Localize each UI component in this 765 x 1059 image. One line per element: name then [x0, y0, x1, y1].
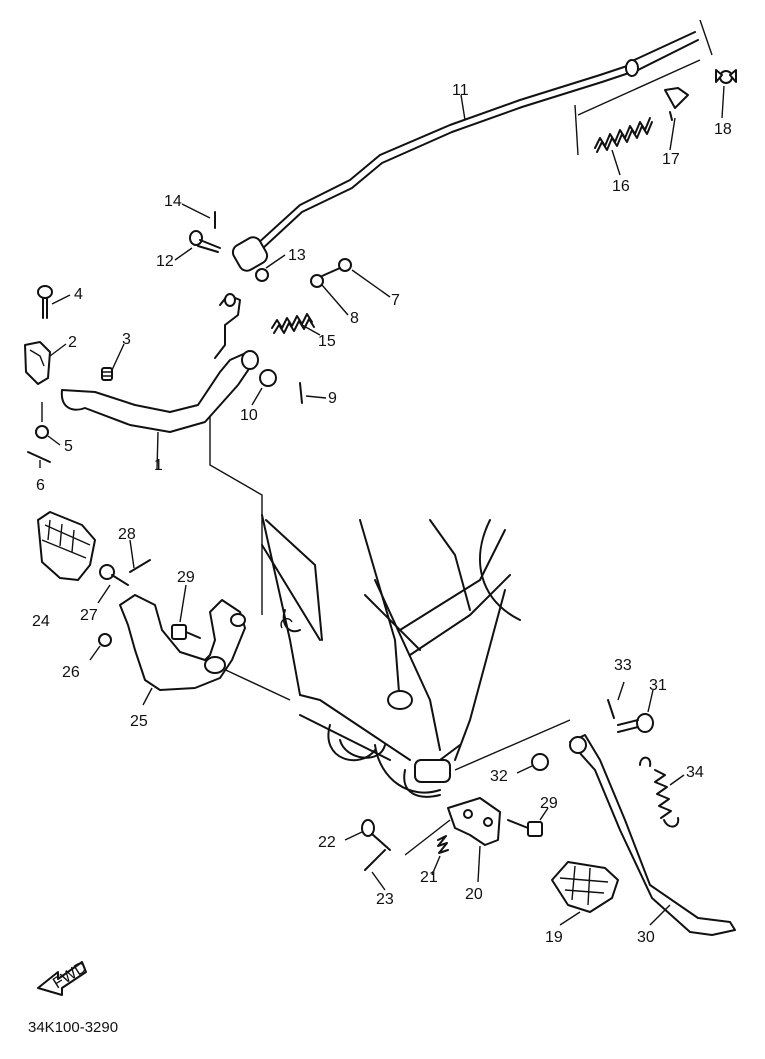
- part-17-clip: [664, 87, 689, 121]
- label-part-11: 11: [452, 82, 469, 99]
- label-part-7: 7: [391, 292, 400, 309]
- part-21-spring: [437, 835, 449, 854]
- part-6-pin: [27, 451, 51, 463]
- label-part-26: 26: [62, 664, 80, 681]
- label-part-1: 1: [154, 457, 163, 474]
- label-part-23: 23: [376, 891, 394, 908]
- label-part-6: 6: [36, 477, 45, 494]
- part-25-footrest-bracket: [119, 594, 246, 691]
- part-27-pin: [99, 564, 129, 586]
- part-22-pin: [361, 819, 391, 851]
- label-part-10: 10: [240, 407, 258, 424]
- label-part-4: 4: [74, 286, 83, 303]
- part-20-footrest-bracket: [447, 797, 501, 846]
- part-30-side-stand: [569, 734, 736, 936]
- label-part-24: 24: [32, 613, 50, 630]
- label-part-13: 13: [288, 247, 306, 264]
- part-15-spring: [271, 313, 315, 334]
- part-9-pin: [299, 382, 303, 404]
- part-1-brake-pedal: [60, 293, 259, 433]
- label-part-22: 22: [318, 834, 336, 851]
- part-16-spring: [594, 117, 653, 153]
- label-part-32: 32: [490, 768, 508, 785]
- label-part-27: 27: [80, 607, 98, 624]
- part-13-washer: [255, 268, 269, 282]
- part-34-spring: [639, 756, 680, 828]
- part-31-bolt: [617, 713, 654, 733]
- label-part-12: 12: [156, 253, 174, 270]
- label-part-5: 5: [64, 438, 73, 455]
- label-part-3: 3: [122, 331, 131, 348]
- label-part-21: 21: [420, 869, 438, 886]
- part-18-wing-nut: [715, 69, 737, 84]
- part-7-bolt: [321, 258, 352, 277]
- fwd-label: FWD: [50, 959, 90, 993]
- label-part-31: 31: [649, 677, 667, 694]
- part-28-cotter-pin: [129, 559, 151, 573]
- part-5-nut: [35, 402, 49, 439]
- part-24-footrest: [37, 511, 96, 581]
- part-4-bolt: [37, 285, 53, 319]
- label-part-18: 18: [714, 121, 732, 138]
- part-33-cotter-pin: [607, 699, 615, 719]
- label-part-25: 25: [130, 713, 148, 730]
- part-32-nut: [531, 753, 549, 771]
- forward-direction-arrow: FWD: [37, 959, 90, 996]
- label-part-8: 8: [350, 310, 359, 327]
- label-part-15: 15: [318, 333, 336, 350]
- label-part-17: 17: [662, 151, 680, 168]
- part-number-labels: 1 2 3 4 5 6 7 8 9 10 11 12 13 14 15 16 1…: [32, 82, 732, 946]
- label-part-34: 34: [686, 764, 704, 781]
- part-26-washer: [98, 633, 112, 647]
- part-19-footrest: [551, 861, 619, 913]
- label-part-20: 20: [465, 886, 483, 903]
- part-29-bolt-lower: [507, 819, 543, 837]
- part-10-washer: [259, 369, 277, 387]
- label-part-28: 28: [118, 526, 136, 543]
- part-29-bolt-upper: [171, 624, 201, 640]
- label-part-29-upper: 29: [177, 569, 195, 586]
- part-11-brake-rod: [231, 31, 699, 272]
- part-12-pin: [189, 230, 221, 253]
- label-part-29-lower: 29: [540, 795, 558, 812]
- part-2-pedal-tip: [24, 341, 51, 385]
- reference-lines: [209, 19, 713, 856]
- label-part-33: 33: [614, 657, 632, 674]
- callout-leaders: [39, 85, 725, 926]
- part-23-cotter-pin: [364, 849, 386, 871]
- frame-outline: [261, 514, 521, 798]
- label-part-14: 14: [164, 193, 182, 210]
- label-part-16: 16: [612, 178, 630, 195]
- label-part-30: 30: [637, 929, 655, 946]
- part-8-nut: [310, 274, 324, 288]
- drawing-code: 34K100-3290: [28, 1019, 118, 1036]
- label-part-19: 19: [545, 929, 563, 946]
- label-part-2: 2: [68, 334, 77, 351]
- part-3-spring: [101, 367, 113, 381]
- label-part-9: 9: [328, 390, 337, 407]
